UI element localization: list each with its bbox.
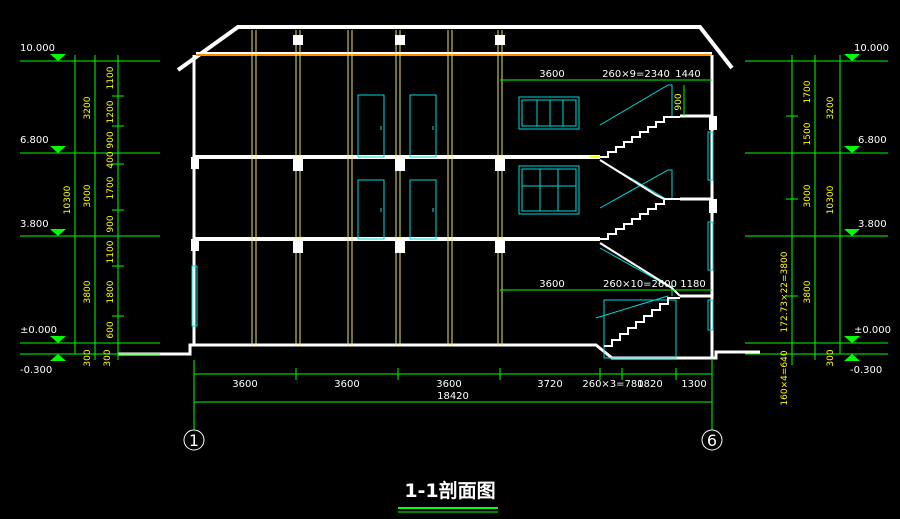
stair-upper-rise: 900 (674, 93, 684, 110)
roof-outline (176, 25, 734, 72)
stair-flights (599, 116, 681, 347)
right-dimension-lines (745, 54, 888, 365)
left-elev-third: 6.800 (20, 135, 49, 146)
bottom-total: 18420 (437, 391, 469, 402)
right-mid-1: 3200 (826, 96, 836, 119)
left-mid-1: 3200 (83, 96, 93, 119)
left-elev-outdoor: -0.300 (20, 365, 52, 376)
left-tick-marks (112, 95, 124, 317)
bottom-seg-5: 260×3=780 (582, 379, 643, 390)
right-mid-4: 300 (826, 349, 836, 366)
interior-columns (251, 30, 503, 345)
stair-upper-landing: 1440 (675, 69, 700, 80)
bottom-seg-1: 3600 (232, 379, 257, 390)
right-tick-marks (786, 115, 798, 297)
right-inner-2: 1500 (803, 122, 813, 145)
bottom-seg-7: 1300 (681, 379, 706, 390)
stair-lower-span: 3600 (539, 279, 564, 290)
right-elevation-markers (844, 54, 860, 361)
stair-dimension-text: 3600 260×9=2340 1440 900 3600 260×10=260… (539, 69, 705, 290)
right-elev-second: 3.800 (858, 219, 887, 230)
right-dimension-text: 1700 1500 3000 172.73×22=3800 160×4=640 … (780, 80, 836, 405)
right-elev-third: 6.800 (858, 135, 887, 146)
right-inner-1: 1700 (803, 80, 813, 103)
right-mid-3: 3800 (803, 280, 813, 303)
ground-line (118, 343, 760, 360)
windows (191, 96, 714, 331)
left-inner-5: 1700 (106, 176, 116, 199)
beams (191, 35, 717, 253)
left-inner-2: 1200 (106, 100, 116, 123)
axis-bubble-left (183, 429, 205, 451)
left-mid-2: 3000 (83, 184, 93, 207)
left-dimension-lines (20, 54, 160, 361)
right-elev-outdoor: -0.300 (850, 365, 882, 376)
left-mid-4: 300 (83, 349, 93, 366)
left-elevation-markers (50, 54, 66, 361)
left-mid-3: 3800 (83, 280, 93, 303)
left-elev-second: 3.800 (20, 219, 49, 230)
axis-label-right: 6 (707, 431, 717, 450)
bottom-seg-6: 1820 (637, 379, 662, 390)
left-dimension-text: 10300 3200 3000 3800 300 1100 1200 900 4… (63, 66, 116, 366)
stair-upper-run: 260×9=2340 (602, 69, 670, 80)
stair-upper-span: 3600 (539, 69, 564, 80)
right-elev-roof: 10.000 (854, 43, 889, 54)
left-elev-roof: 10.000 (20, 43, 55, 54)
left-inner-9: 600 (106, 321, 116, 338)
bottom-seg-4: 3720 (537, 379, 562, 390)
axis-label-left: 1 (189, 431, 199, 450)
left-elev-ground: ±0.000 (20, 325, 57, 336)
bottom-dimension-lines (183, 360, 723, 451)
right-step-rise: 160×4=640 (780, 350, 790, 405)
bottom-seg-3: 3600 (436, 379, 461, 390)
right-elev-ground: ±0.000 (854, 325, 891, 336)
axis-bubble-right (701, 429, 723, 451)
drawing-title: 1-1剖面图 (404, 479, 495, 502)
building-section (118, 25, 760, 360)
stair-railings (595, 84, 677, 359)
stair-lower-landing: 1180 (680, 279, 705, 290)
stair-dimension-lines (500, 79, 712, 291)
left-inner-6: 900 (106, 215, 116, 232)
bottom-seg-2: 3600 (334, 379, 359, 390)
left-inner-8: 1800 (106, 280, 116, 303)
stair-lower-run: 260×10=2600 (603, 279, 677, 290)
doors (357, 94, 437, 240)
left-inner-1: 1100 (106, 66, 116, 89)
right-outer-total: 10300 (826, 185, 836, 214)
elevation-labels: 10.000 6.800 3.800 ±0.000 -0.300 10.000 … (20, 43, 891, 376)
left-inner-10: 300 (103, 349, 113, 366)
right-inner-3: 3000 (803, 184, 813, 207)
left-inner-3: 900 (106, 131, 116, 148)
left-inner-4: 400 (106, 151, 116, 168)
left-outer-total: 10300 (63, 185, 73, 214)
left-inner-7: 1100 (106, 240, 116, 263)
right-stair-rise: 172.73×22=3800 (780, 251, 790, 332)
bottom-dimension-text: 3600 3600 3600 3720 260×3=780 1820 1300 … (232, 379, 706, 402)
